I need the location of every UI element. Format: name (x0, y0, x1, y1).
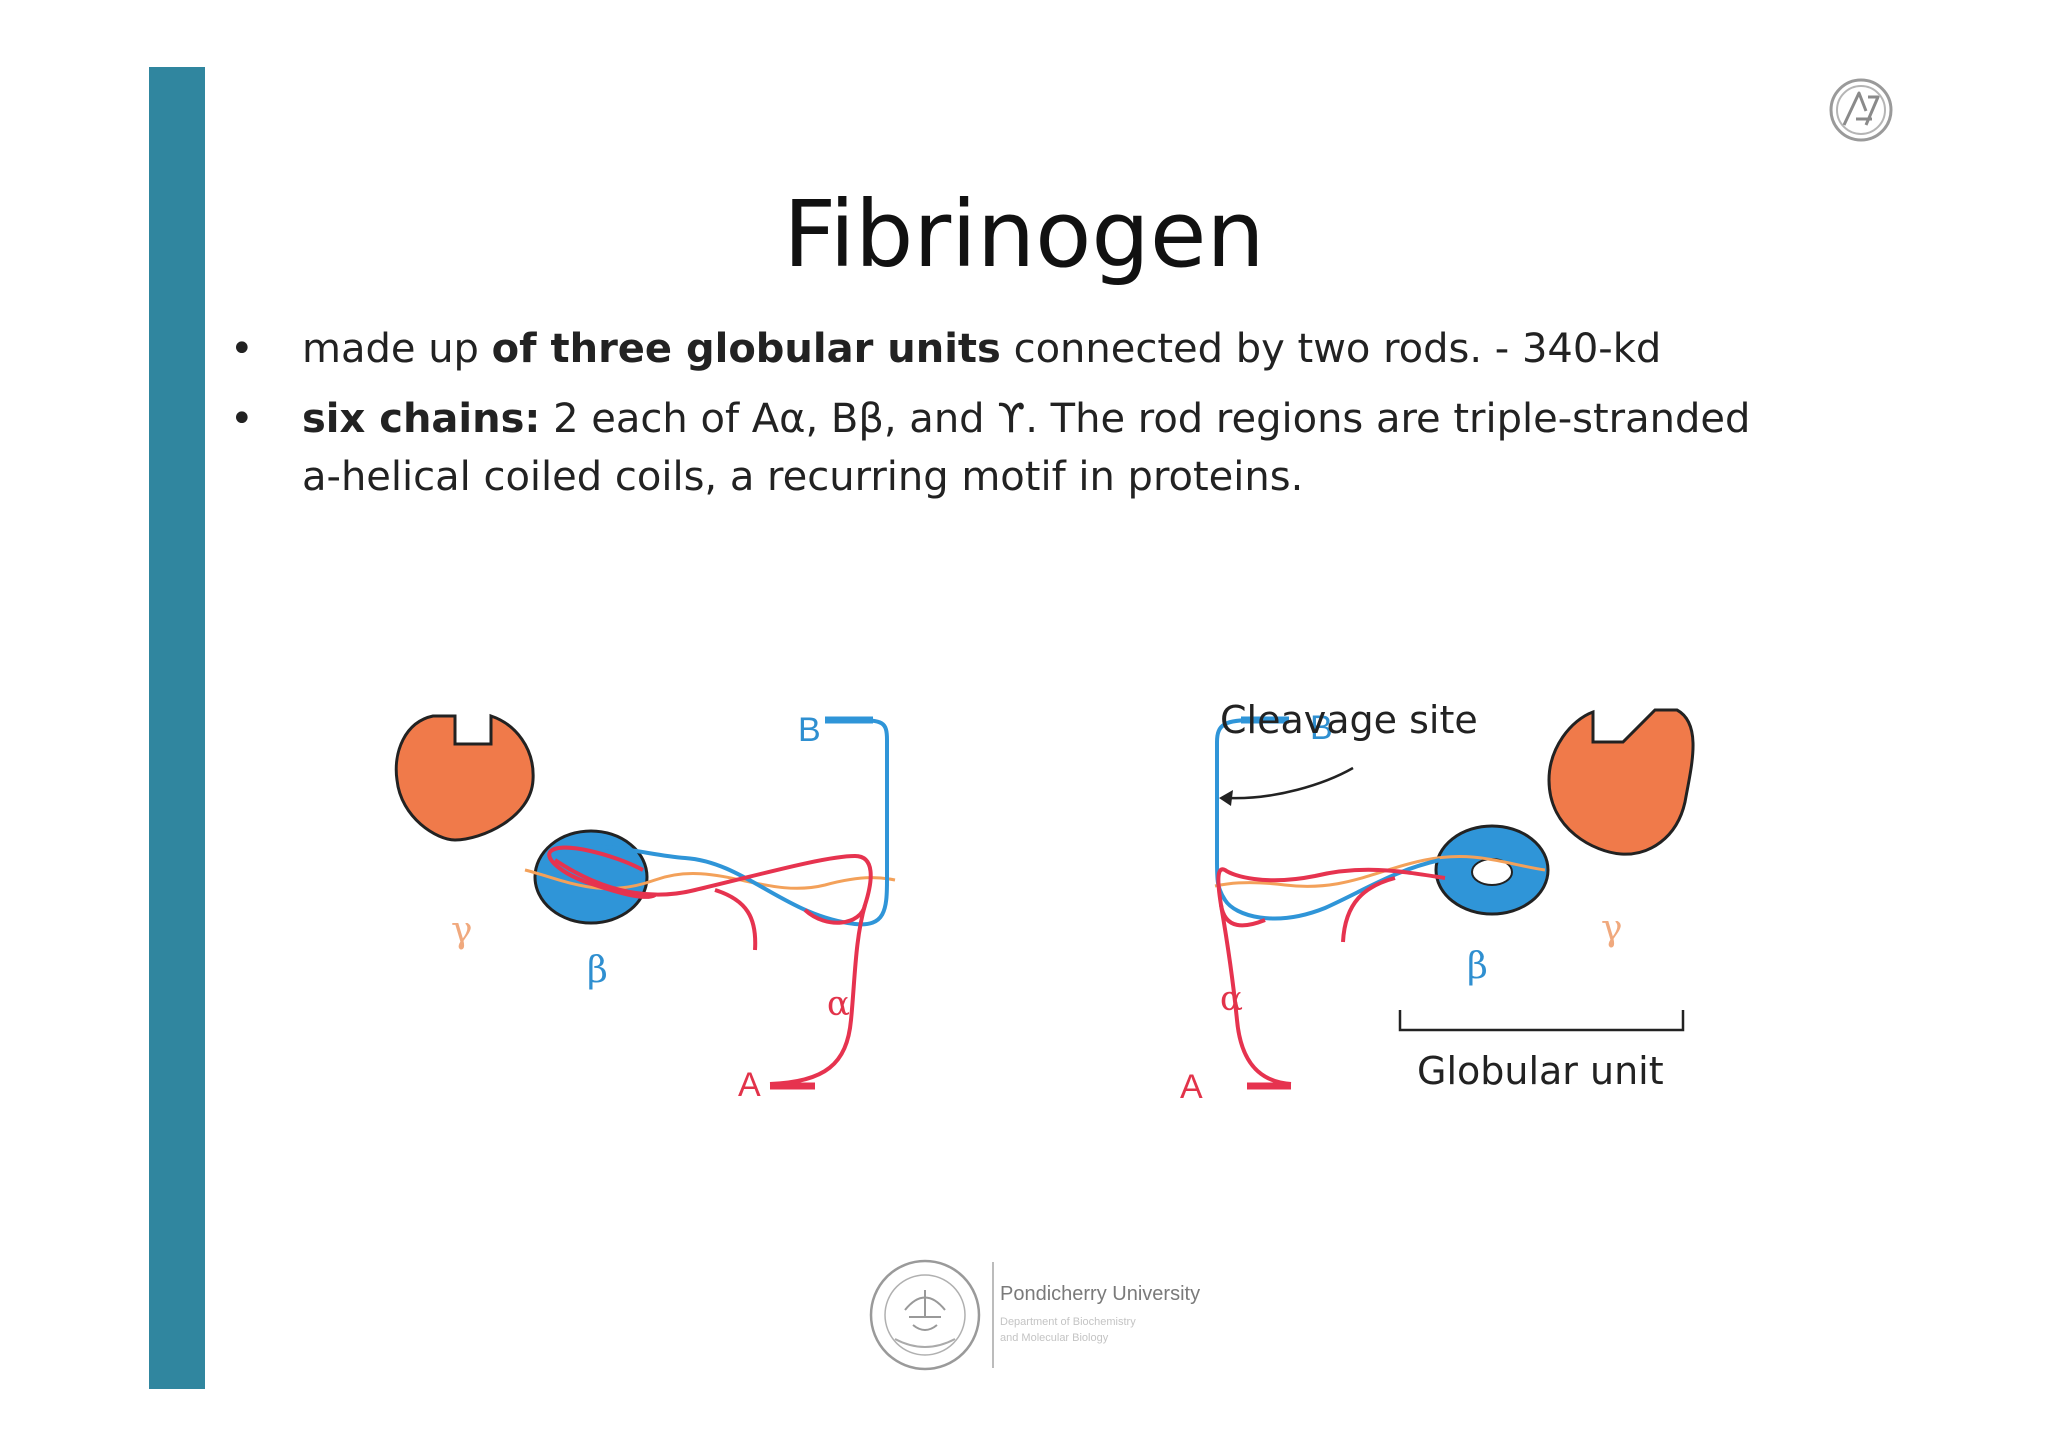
slide-title: Fibrinogen (783, 181, 1265, 288)
bullet-marker: • (230, 326, 254, 372)
alpha-chain-tail-right (1219, 904, 1292, 1086)
footer-divider (992, 1262, 994, 1368)
beta-chain-right (1215, 718, 1441, 921)
label-alpha-right: α (1220, 979, 1243, 1019)
gamma-chain-right (1214, 855, 1546, 888)
bullet-bold-text: of three globular units (491, 326, 1001, 372)
bullet-text: 2 each of Aα, Bβ, and ϒ. The rod regions… (302, 396, 1751, 500)
footer-institution: Pondicherry University (1000, 1283, 1201, 1305)
label-cleavage-site: Cleavage site (1220, 698, 1478, 742)
alpha-chain-tail-left (769, 904, 867, 1086)
cleavage-arrow (1226, 766, 1354, 800)
gamma-chain-left (524, 868, 896, 891)
cleavage-arrowhead (1219, 790, 1233, 806)
label-beta-right: β (1467, 946, 1488, 987)
alpha-branch-left (714, 888, 758, 951)
fibrinogen-diagram: B B Cleavage site γ γ β β α α A A Globul… (394, 698, 1695, 1106)
bullet-item: • made up of three globular units connec… (230, 320, 1790, 378)
label-alpha-left: α (827, 984, 850, 1024)
footer-department: Department of Biochemistry and Molecular… (1000, 1314, 1190, 1346)
university-seal-icon (869, 1259, 981, 1371)
alpha-chain-left (553, 853, 873, 925)
bullet-text: made up (302, 326, 492, 372)
bullet-list: • made up of three globular units connec… (230, 320, 1790, 518)
label-beta-left: β (587, 950, 608, 991)
bullet-text: connected by two rods. - 340-kd (1000, 326, 1662, 372)
gamma-domain-right (1547, 708, 1695, 856)
slide-side-bar (149, 67, 205, 1389)
corner-logo-icon (1829, 78, 1893, 142)
label-globular-unit: Globular unit (1417, 1049, 1664, 1093)
label-b-left: B (798, 711, 821, 749)
label-gamma-right: γ (1601, 908, 1623, 949)
alpha-loop-left (547, 845, 657, 899)
beta-domain-left (533, 829, 649, 925)
footer-department-line: Department of Biochemistry (1000, 1316, 1136, 1328)
bullet-marker: • (230, 396, 254, 442)
label-a-left: A (738, 1066, 761, 1104)
bullet-bold-text: six chains: (302, 396, 541, 442)
alpha-chain-right (1216, 867, 1446, 928)
footer-department-line: and Molecular Biology (1000, 1332, 1109, 1344)
label-gamma-left: γ (451, 910, 473, 951)
label-a-right: A (1180, 1068, 1203, 1106)
label-b-right: B (1310, 709, 1333, 747)
gamma-domain-left (394, 713, 535, 842)
alpha-branch-right (1341, 876, 1396, 943)
globular-unit-bracket (1398, 1010, 1685, 1032)
bullet-item: • six chains: 2 each of Aα, Bβ, and ϒ. T… (230, 390, 1790, 506)
